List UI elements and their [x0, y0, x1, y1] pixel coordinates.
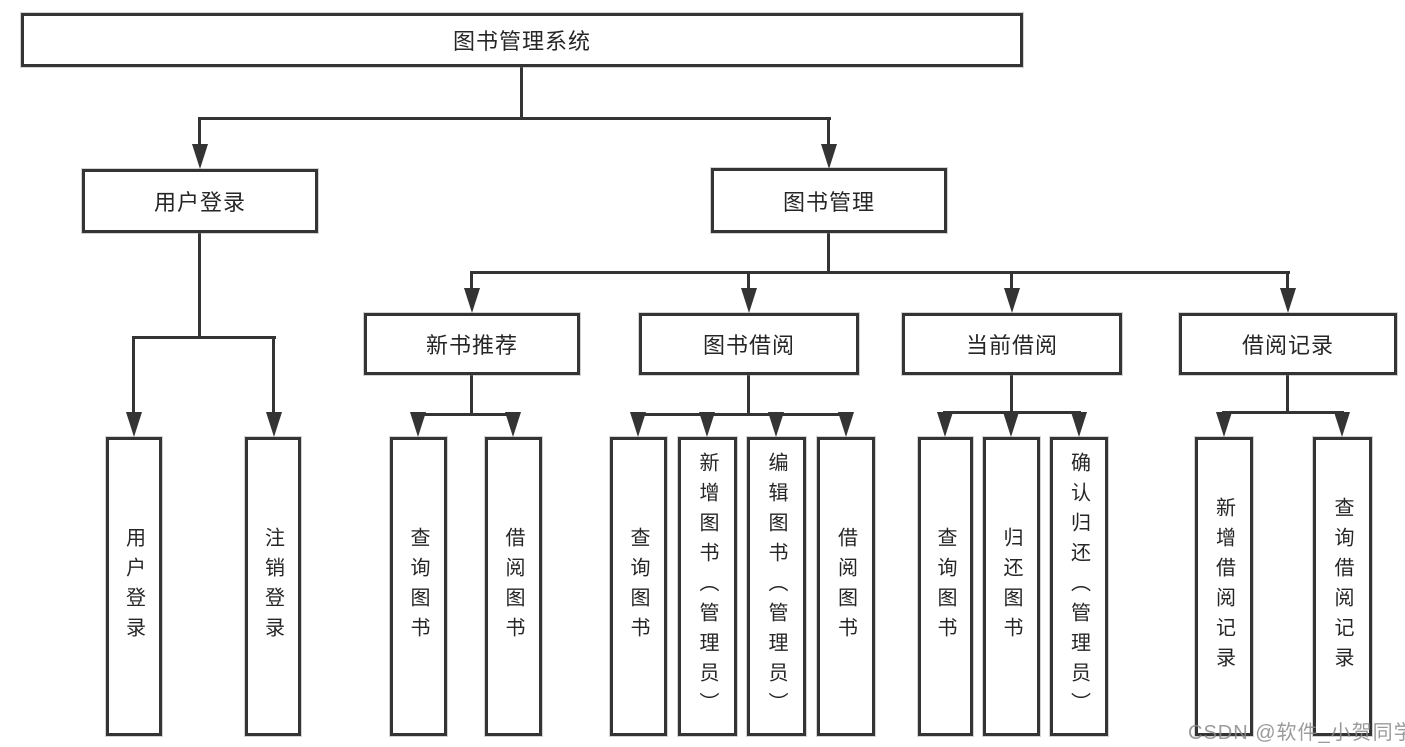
node-user-login: 用户登录 [82, 169, 318, 233]
leaf-user-login: 用户登录 [106, 437, 162, 736]
arrowhead-down-icon [741, 288, 757, 313]
connector-line [132, 336, 135, 416]
leaf-borrow-books-recommend: 借阅图书 [485, 437, 542, 736]
leaf-return-books: 归还图书 [983, 437, 1040, 736]
connector-line [198, 117, 201, 149]
leaf-confirm-return-admin: 确认归还（管理员） [1050, 437, 1108, 736]
arrowhead-down-icon [1071, 412, 1087, 437]
leaf-search-books-recommend: 查询图书 [390, 437, 447, 736]
connector-line [470, 375, 473, 416]
node-book-management: 图书管理 [711, 168, 947, 233]
node-current-borrowing: 当前借阅 [902, 313, 1122, 375]
connector-line [416, 413, 516, 416]
leaf-edit-book-admin: 编辑图书（管理员） [747, 437, 806, 736]
arrowhead-down-icon [1334, 412, 1350, 437]
connector-line [827, 233, 830, 274]
connector-line [747, 271, 750, 291]
leaf-add-book-admin: 新增图书（管理员） [678, 437, 737, 736]
connector-line [132, 336, 276, 339]
arrowhead-down-icon [126, 412, 142, 437]
arrowhead-down-icon [838, 412, 854, 437]
connector-line [1286, 375, 1289, 413]
node-borrowing-records: 借阅记录 [1179, 313, 1397, 375]
node-new-book-recommend: 新书推荐 [364, 313, 580, 375]
arrowhead-down-icon [1003, 412, 1019, 437]
connector-line [1010, 271, 1013, 291]
arrowhead-down-icon [630, 412, 646, 437]
arrowhead-down-icon [192, 144, 208, 169]
watermark: CSDN @软件_小贺同学 [1188, 722, 1405, 744]
arrowhead-down-icon [768, 412, 784, 437]
connector-line [272, 336, 275, 416]
arrowhead-down-icon [464, 288, 480, 313]
connector-line [827, 117, 830, 149]
leaf-search-books-borrow: 查询图书 [610, 437, 667, 736]
connector-line [520, 67, 523, 118]
connector-line [470, 271, 1290, 274]
connector-line [198, 233, 201, 338]
node-book-borrowing: 图书借阅 [639, 313, 859, 375]
leaf-search-borrow-record: 查询借阅记录 [1313, 437, 1372, 736]
arrowhead-down-icon [937, 412, 953, 437]
connector-line [747, 375, 750, 416]
arrowhead-down-icon [1280, 288, 1296, 313]
node-library-management-system: 图书管理系统 [21, 13, 1023, 67]
leaf-logout: 注销登录 [245, 437, 301, 736]
arrowhead-down-icon [1004, 288, 1020, 313]
leaf-borrow-books: 借阅图书 [817, 437, 875, 736]
connector-line [198, 117, 831, 120]
connector-line [1222, 411, 1344, 414]
leaf-search-books-current: 查询图书 [918, 437, 973, 736]
arrowhead-down-icon [699, 412, 715, 437]
arrowhead-down-icon [266, 412, 282, 437]
connector-line [1010, 375, 1013, 413]
connector-line [636, 413, 848, 416]
connector-line [1286, 271, 1289, 291]
arrowhead-down-icon [410, 412, 426, 437]
arrowhead-down-icon [505, 412, 521, 437]
connector-line [470, 271, 473, 291]
leaf-add-borrow-record: 新增借阅记录 [1195, 437, 1253, 736]
arrowhead-down-icon [1216, 412, 1232, 437]
arrowhead-down-icon [821, 144, 837, 169]
